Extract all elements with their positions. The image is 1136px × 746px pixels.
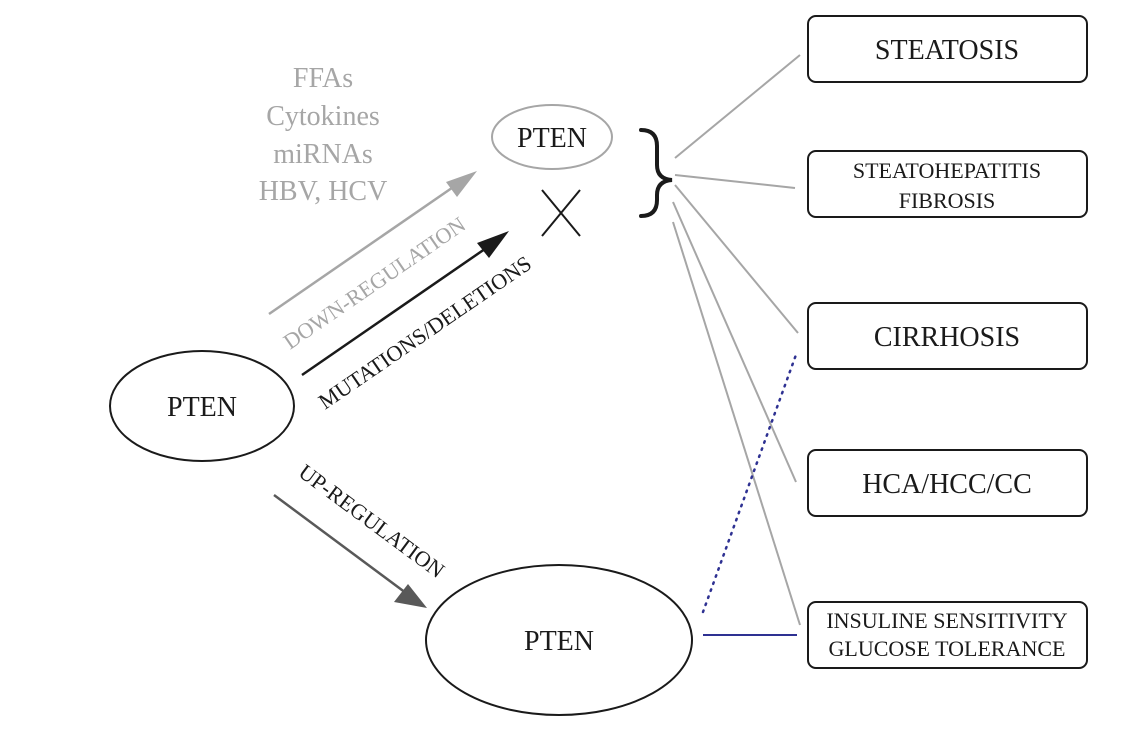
connector-insulin [672, 221, 801, 626]
pten-main-label: PTEN [167, 392, 237, 423]
connector-steatosis [674, 54, 801, 159]
outcome-label: GLUCOSE TOLERANCE [829, 636, 1066, 661]
connector-hca [672, 201, 797, 483]
outcome-label: FIBROSIS [899, 188, 996, 213]
connector-steatohepatitis [674, 174, 796, 189]
outcome-box-insulin-glucose: INSULINE SENSITIVITY GLUCOSE TOLERANCE [807, 601, 1088, 669]
curly-brace-icon [639, 128, 673, 218]
cross-icon [541, 189, 581, 237]
outcome-label: INSULINE SENSITIVITY [826, 608, 1067, 633]
outcome-box-steatohepatitis: STEATOHEPATITIS FIBROSIS [807, 150, 1088, 218]
pten-down-node: PTEN [491, 104, 613, 170]
outcome-label: HCA/HCC/CC [862, 469, 1032, 500]
factor-mirnas: miRNAs [273, 139, 373, 170]
outcome-label: STEATOHEPATITIS [853, 158, 1041, 183]
outcome-box-steatosis: STEATOSIS [807, 15, 1088, 83]
outcome-box-cirrhosis: CIRRHOSIS [807, 302, 1088, 370]
outcome-box-hca-hcc-cc: HCA/HCC/CC [807, 449, 1088, 517]
pten-down-ellipse [491, 104, 613, 170]
outcome-label: CIRRHOSIS [874, 322, 1020, 353]
factor-hbv-hcv: HBV, HCV [259, 176, 388, 207]
pten-up-node: PTEN [425, 564, 693, 716]
up-regulation-arrow: UP-REGULATION [273, 459, 449, 608]
pten-down-label: PTEN [517, 123, 587, 154]
factor-cytokines: Cytokines [266, 101, 380, 132]
outcome-label: STEATOSIS [875, 35, 1019, 66]
factor-ffas: FFAs [293, 63, 353, 94]
up-regulation-label: UP-REGULATION [294, 459, 449, 583]
blue-dotted-connector-cirrhosis [701, 350, 799, 614]
downregulating-factors: FFAs Cytokines miRNAs HBV, HCV [259, 63, 388, 207]
pten-up-label: PTEN [524, 626, 594, 657]
outcome-connectors [672, 54, 801, 626]
mutations-deletions-label: MUTATIONS/DELETIONS [314, 251, 536, 415]
pten-up-ellipse [425, 564, 693, 716]
pten-main-ellipse [109, 350, 295, 462]
connector-cirrhosis [674, 184, 799, 334]
pten-main-node: PTEN [109, 350, 295, 462]
